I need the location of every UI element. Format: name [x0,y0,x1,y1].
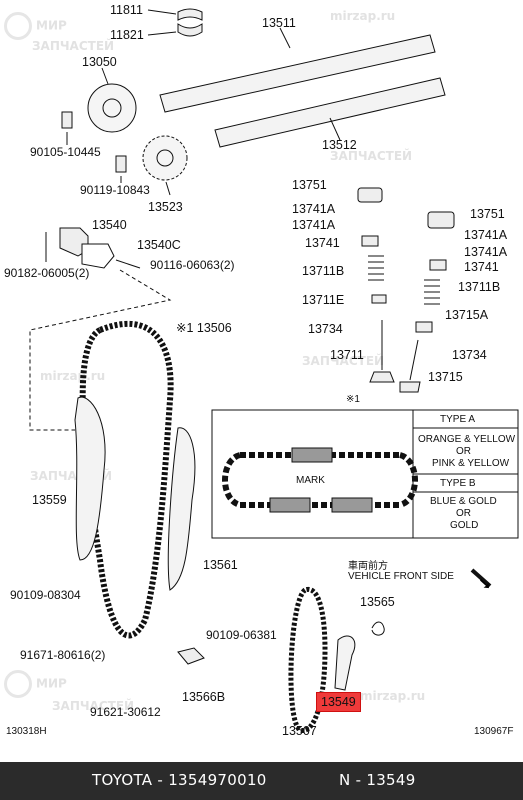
type-b-desc-or: OR [456,508,471,519]
part-label-13715a[interactable]: 13715A [445,308,489,322]
type-b-header: TYPE B [440,478,476,489]
part-label-13711[interactable]: 13711 [330,348,364,362]
watermark: mirzap.ru [40,369,106,383]
part-label-90105-10445[interactable]: 90105-10445 [30,145,101,159]
watermark: mirzap.ru [330,9,396,23]
type-b-desc-1: BLUE & GOLD [430,496,497,507]
watermark: ЗАПЧАСТЕЙ [52,699,135,713]
part-label-13741a-right-2[interactable]: 13741A [464,245,508,259]
part-label-11811[interactable]: 11811 [110,3,143,17]
watermark: ЗАПЧАСТЕЙ [32,39,115,53]
part-label-13734-right[interactable]: 13734 [452,348,487,362]
type-a-desc-2: PINK & YELLOW [432,458,510,469]
part-label-13561[interactable]: 13561 [203,558,238,572]
watermark: ЗАПЧАСТЕЙ [330,149,413,163]
arrow-icon: ➘ [478,574,492,593]
type-a-desc-1: ORANGE & YELLOW [418,434,516,445]
part-label-13506[interactable]: ※1 13506 [176,321,232,335]
part-label-13559[interactable]: 13559 [32,493,67,507]
part-label-13512[interactable]: 13512 [322,138,357,152]
footer-bar: TOYOTA - 1354970010 N - 13549 [0,762,523,800]
diagram-drawing [29,8,519,733]
part-label-13711b-right[interactable]: 13711B [458,280,501,294]
part-label-13741a-left-1[interactable]: 13741A [292,202,336,216]
part-label-11821[interactable]: 11821 [110,28,144,42]
part-label-13741a-left-2[interactable]: 13741A [292,218,336,232]
part-label-13566b[interactable]: 13566B [182,690,226,704]
part-label-13549-highlighted[interactable]: 13549 [316,692,361,712]
part-label-13523[interactable]: 13523 [148,200,183,214]
map-pin-icon [4,670,32,698]
part-label-90109-08304[interactable]: 90109-08304 [10,588,81,602]
watermark: mirzap.ru [360,689,426,703]
part-label-90116-06063[interactable]: 90116-06063(2) [150,258,235,272]
part-label-91671-80616[interactable]: 91671-80616(2) [20,648,106,662]
diagram-code-left: 130318H [6,726,47,737]
part-label-13741-right[interactable]: 13741 [464,260,499,274]
footer-part-number: TOYOTA - 1354970010 [92,771,267,789]
diagram-code-right: 130967F [474,726,514,737]
watermark: МИР [4,12,67,40]
map-pin-icon [4,12,32,40]
part-label-90182-06005[interactable]: 90182-06005(2) [4,266,90,280]
watermark: МИР [4,670,67,698]
part-label-13715[interactable]: 13715 [428,370,463,384]
part-label-13741a-right-1[interactable]: 13741A [464,228,508,242]
part-label-90109-06381[interactable]: 90109-06381 [206,628,277,642]
part-label-91621-30612[interactable]: 91621-30612 [90,705,161,719]
footer-ref-number: N - 13549 [339,771,416,789]
part-label-13540[interactable]: 13540 [92,218,127,232]
part-label-13711e[interactable]: 13711E [302,293,345,307]
type-b-desc-2: GOLD [450,520,479,531]
vehicle-front-en: VEHICLE FRONT SIDE [348,571,454,582]
type-a-desc-or: OR [456,446,471,457]
part-label-13507[interactable]: 13507 [282,724,317,738]
part-label-13734-left[interactable]: 13734 [308,322,343,336]
part-label-90119-10843[interactable]: 90119-10843 [80,183,150,197]
part-label-13565[interactable]: 13565 [360,595,395,609]
part-label-13751-right[interactable]: 13751 [470,207,505,221]
detail-ref: ※1 [346,394,360,405]
part-label-13741-left[interactable]: 13741 [305,236,340,250]
part-label-13511[interactable]: 13511 [262,16,296,30]
type-a-header: TYPE A [440,414,476,425]
part-label-13540c[interactable]: 13540C [137,238,181,252]
vehicle-front-jp: 車両前方 [348,561,388,572]
part-label-13711b-left[interactable]: 13711B [302,264,345,278]
part-label-13751-left[interactable]: 13751 [292,178,327,192]
part-label-13050[interactable]: 13050 [82,55,117,69]
watermark: ЗАПЧАСТЕЙ [302,354,385,368]
detail-mark-label: MARK [296,475,325,486]
parts-diagram: МИР ЗАПЧАСТЕЙ mirzap.ru ЗАПЧАСТЕЙ mirzap… [4,3,519,738]
